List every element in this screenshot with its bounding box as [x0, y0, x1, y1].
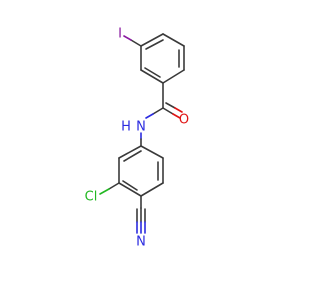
structure-diagram: I O N H Cl N [85, 27, 189, 250]
chlorine-label: Cl [85, 190, 98, 205]
amide-bond [152, 107, 164, 115]
double-bond-inner [122, 180, 138, 191]
amide-bond-colored [145, 113, 154, 119]
carbon-chlorine-bond [108, 182, 120, 190]
carbonyl-bond [162, 107, 174, 115]
bottom-benzene-ring [118, 145, 164, 197]
double-bond-inner [123, 150, 142, 162]
carbon-iodine-bond-colored [123, 35, 132, 41]
nitrile-nitrogen-label: N [136, 235, 146, 250]
bond [140, 69, 164, 84]
amide-nitrogen-label: N [136, 120, 146, 135]
bond [162, 69, 185, 84]
carbonyl-bond-colored [172, 113, 181, 119]
bond [140, 182, 164, 197]
double-bond-inner [145, 39, 164, 50]
bond [118, 145, 142, 159]
bond [162, 33, 185, 47]
iodine-label: I [118, 27, 122, 42]
carbon-chlorine-bond-colored [99, 188, 110, 195]
bond [140, 33, 164, 47]
top-benzene-ring [140, 33, 185, 84]
bond [118, 182, 142, 197]
amide-hydrogen-label: H [121, 120, 131, 135]
carbonyl-double-bond [165, 102, 176, 109]
carbon-iodine-bond [130, 39, 142, 47]
carbonyl-double-bond-colored [174, 107, 183, 113]
bond [140, 145, 164, 159]
molecule-canvas: I O N H Cl N [85, 27, 189, 250]
oxygen-label: O [179, 113, 189, 128]
double-bond-inner [144, 67, 161, 78]
